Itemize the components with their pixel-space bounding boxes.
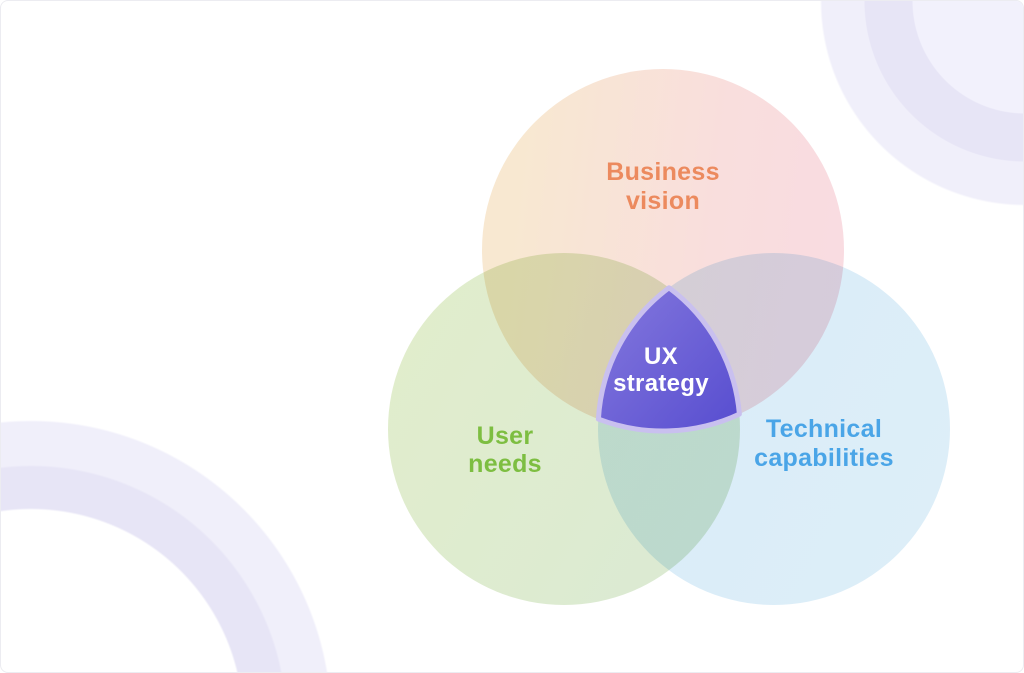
business-vision-label-line1: Business xyxy=(606,158,720,186)
ux-strategy-label: UX strategy xyxy=(613,343,709,397)
business-vision-label-line2: vision xyxy=(625,187,701,215)
technical-capabilities-label-line2: capabilities xyxy=(754,444,894,472)
user-needs-label: User needs xyxy=(468,422,542,478)
technical-capabilities-label-line1: Technical xyxy=(765,415,883,443)
business-vision-label: Business vision xyxy=(606,158,720,216)
user-needs-label-line1: User xyxy=(476,422,534,450)
technical-capabilities-label: Technical capabilities xyxy=(754,415,894,473)
ux-strategy-label-line1: UX xyxy=(644,343,678,370)
ux-strategy-label-line2: strategy xyxy=(613,370,709,397)
user-needs-label-line2: needs xyxy=(468,450,542,478)
